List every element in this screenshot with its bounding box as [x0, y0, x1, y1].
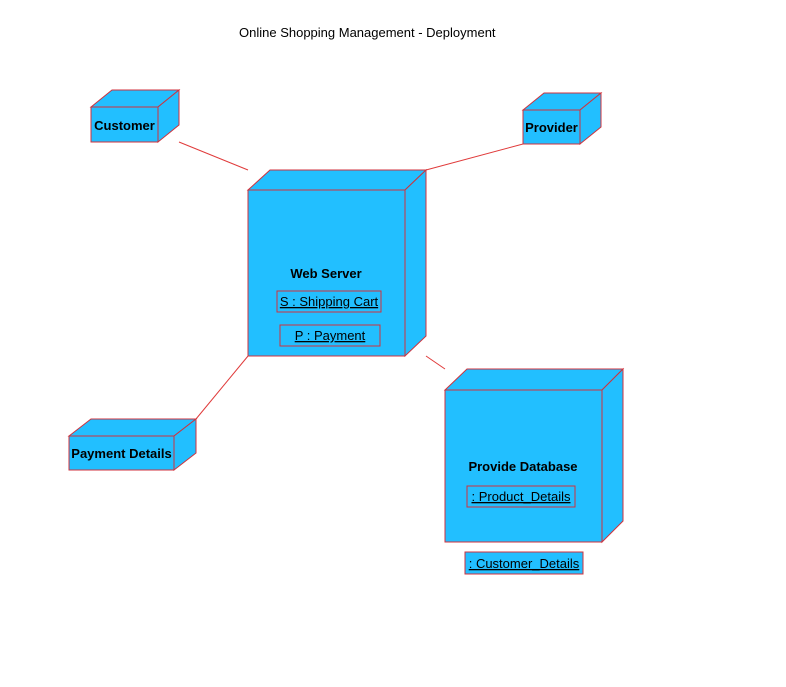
- node-provide-database-top: [443, 368, 625, 391]
- node-provide-database-front: [444, 389, 603, 543]
- node-customer[interactable]: Customer: [89, 88, 181, 144]
- component-shipping-cart-label: S : Shipping Cart: [280, 294, 379, 309]
- node-provide-database-label: Provide Database: [468, 459, 577, 474]
- connection-provider-webserver[interactable]: [425, 143, 524, 171]
- component-product-details-label: : Product_Details: [472, 489, 571, 504]
- node-customer-label: Customer: [94, 118, 155, 133]
- node-web-server-side: [404, 168, 427, 358]
- node-payment-details-label: Payment Details: [71, 446, 171, 461]
- diagram-title: Online Shopping Management - Deployment: [239, 25, 496, 40]
- component-product-details-box: [466, 485, 576, 508]
- component-customer-details-label: : Customer_Details: [469, 556, 580, 571]
- connection-customer-webserver[interactable]: [178, 141, 249, 171]
- node-payment-details-front: [68, 435, 175, 471]
- connections: [178, 141, 524, 420]
- component-customer-details-box: [464, 551, 584, 575]
- node-provide-database-side: [601, 367, 624, 544]
- node-provider-front: [522, 109, 581, 145]
- component-payment-box: [279, 324, 381, 347]
- component-shipping-cart[interactable]: S : Shipping Cart: [276, 290, 382, 313]
- node-payment-details[interactable]: Payment Details: [67, 417, 198, 472]
- node-provider[interactable]: Provider: [521, 91, 603, 146]
- connection-webserver-database[interactable]: [425, 355, 446, 370]
- node-web-server-label: Web Server: [290, 266, 361, 281]
- component-payment[interactable]: P : Payment: [279, 324, 381, 347]
- component-payment-label: P : Payment: [295, 328, 366, 343]
- node-provide-database[interactable]: Provide Database : Product_Details: [443, 367, 625, 544]
- node-web-server-top: [246, 169, 428, 191]
- component-product-details[interactable]: : Product_Details: [466, 485, 576, 508]
- component-shipping-cart-box: [276, 290, 382, 313]
- component-customer-details[interactable]: : Customer_Details: [464, 551, 584, 575]
- node-web-server[interactable]: Web Server S : Shipping Cart P : Payment: [246, 168, 428, 358]
- connection-paymentdetails-webserver[interactable]: [195, 355, 249, 420]
- node-customer-front: [90, 106, 159, 143]
- node-provider-label: Provider: [525, 120, 578, 135]
